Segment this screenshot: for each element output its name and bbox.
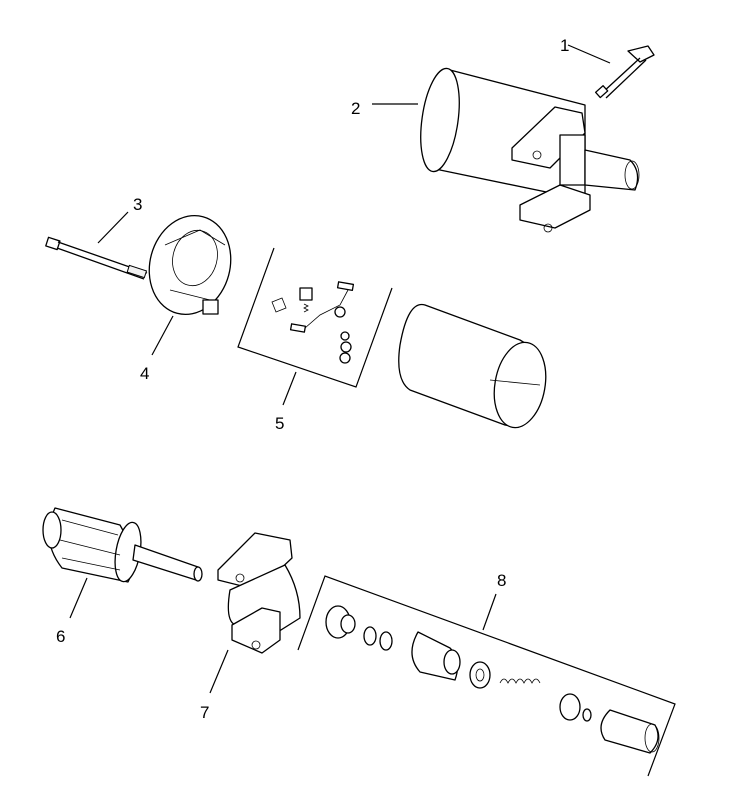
callout-3: 3 bbox=[133, 195, 143, 214]
part-8-drive-kit bbox=[297, 575, 676, 777]
part-7-drive-end-cap bbox=[209, 532, 301, 694]
callout-4: 4 bbox=[140, 364, 150, 383]
callout-1: 1 bbox=[560, 36, 570, 55]
callout-7: 7 bbox=[200, 703, 210, 722]
callout-5: 5 bbox=[275, 414, 285, 433]
part-4-end-cap bbox=[148, 214, 232, 356]
field-frame-sleeve bbox=[398, 303, 547, 429]
callout-6: 6 bbox=[56, 627, 66, 646]
part-3-bolt bbox=[45, 211, 148, 280]
callout-8: 8 bbox=[497, 571, 507, 590]
part-6-armature bbox=[42, 507, 203, 619]
part-2-motor bbox=[372, 67, 640, 233]
callout-2: 2 bbox=[351, 99, 361, 118]
part-5-brush-kit bbox=[237, 247, 393, 406]
part-1-bolt bbox=[567, 44, 655, 99]
